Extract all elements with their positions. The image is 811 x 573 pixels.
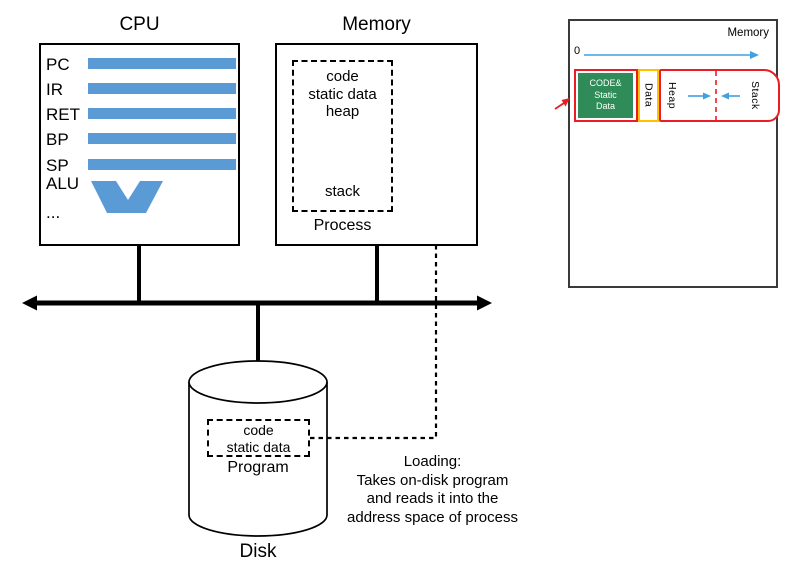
code-segment-frame xyxy=(574,69,638,122)
register-row-ret: RET xyxy=(46,105,236,127)
register-row-ir: IR xyxy=(46,80,236,102)
process-label: Process xyxy=(313,217,372,234)
code-static-data-segment: CODE& Static Data xyxy=(578,73,633,118)
entry-pointer-line xyxy=(554,102,565,110)
cpu-ellipsis: ... xyxy=(46,203,61,222)
loading-annotation-line: and reads it into the xyxy=(366,490,499,507)
address-space-panel-title: Memory xyxy=(727,27,769,39)
data-segment-label: Data xyxy=(642,83,655,108)
heap-growth-arrowhead-icon xyxy=(703,92,711,100)
alu-label: ALU xyxy=(46,174,80,193)
cpu-title: CPU xyxy=(119,14,160,35)
address-space-arrows xyxy=(554,51,759,120)
alu-funnel-icon xyxy=(91,181,163,213)
heap-stack-segment xyxy=(659,69,780,122)
heap-segment-label: Heap xyxy=(666,81,678,110)
code-segment-line: Data xyxy=(595,101,615,111)
loading-annotation-line: Loading: xyxy=(403,453,462,470)
disk-label: Disk xyxy=(239,541,277,562)
stack-segment-label-wrap: Stack xyxy=(747,69,763,122)
register-value-bar xyxy=(88,159,236,170)
register-row-bp: BP xyxy=(46,130,236,152)
bus-right-arrowhead-icon xyxy=(477,295,492,311)
stack-growth-arrowhead-icon xyxy=(721,92,729,100)
code-segment-line: CODE& xyxy=(589,78,622,88)
entry-pointer-arrowhead-icon xyxy=(561,98,570,107)
heap-segment-label-wrap: Heap xyxy=(664,69,680,122)
loading-annotation-line: address space of process xyxy=(347,508,518,526)
register-row-sp: SP xyxy=(46,156,236,178)
program-segment-static-data: static data xyxy=(226,438,291,455)
address-axis-arrowhead-icon xyxy=(750,51,759,59)
process-address-space-box: code static data heap stack xyxy=(292,60,393,212)
register-label: RET xyxy=(46,105,80,124)
register-row-pc: PC xyxy=(46,55,236,77)
register-value-bar xyxy=(88,83,236,94)
address-space-panel: Memory 0 CODE& Static Data Data Heap Sta… xyxy=(554,19,780,288)
register-label: SP xyxy=(46,156,69,175)
register-label: IR xyxy=(46,80,63,99)
memory-title: Memory xyxy=(342,14,411,35)
memory-box: code static data heap stack Process xyxy=(275,43,478,246)
program-label: Program xyxy=(227,459,289,476)
loading-annotation-line: Takes on-disk program xyxy=(356,471,509,489)
data-segment: Data xyxy=(638,69,659,122)
program-segment-code: code xyxy=(243,422,274,438)
register-label: PC xyxy=(46,55,70,74)
process-segment-heap: heap xyxy=(325,103,360,120)
bus-left-arrowhead-icon xyxy=(22,295,37,311)
process-segment-static-data: static data xyxy=(308,85,377,103)
register-label: BP xyxy=(46,130,69,149)
stack-segment-label: Stack xyxy=(749,81,761,110)
program-on-disk-box: code static data xyxy=(207,419,310,457)
cpu-box: PC IR RET BP SP ALU ... xyxy=(39,43,240,246)
register-value-bar xyxy=(88,133,236,144)
process-segment-code: code xyxy=(326,68,359,85)
disk-cylinder-top xyxy=(188,360,328,404)
register-value-bar xyxy=(88,108,236,119)
address-origin-label: 0 xyxy=(574,45,581,57)
code-segment-line: Static xyxy=(594,89,617,100)
loading-annotation: Loading: Takes on-disk program and reads… xyxy=(320,453,545,527)
register-value-bar xyxy=(88,58,236,69)
process-segment-stack: stack xyxy=(324,183,360,200)
